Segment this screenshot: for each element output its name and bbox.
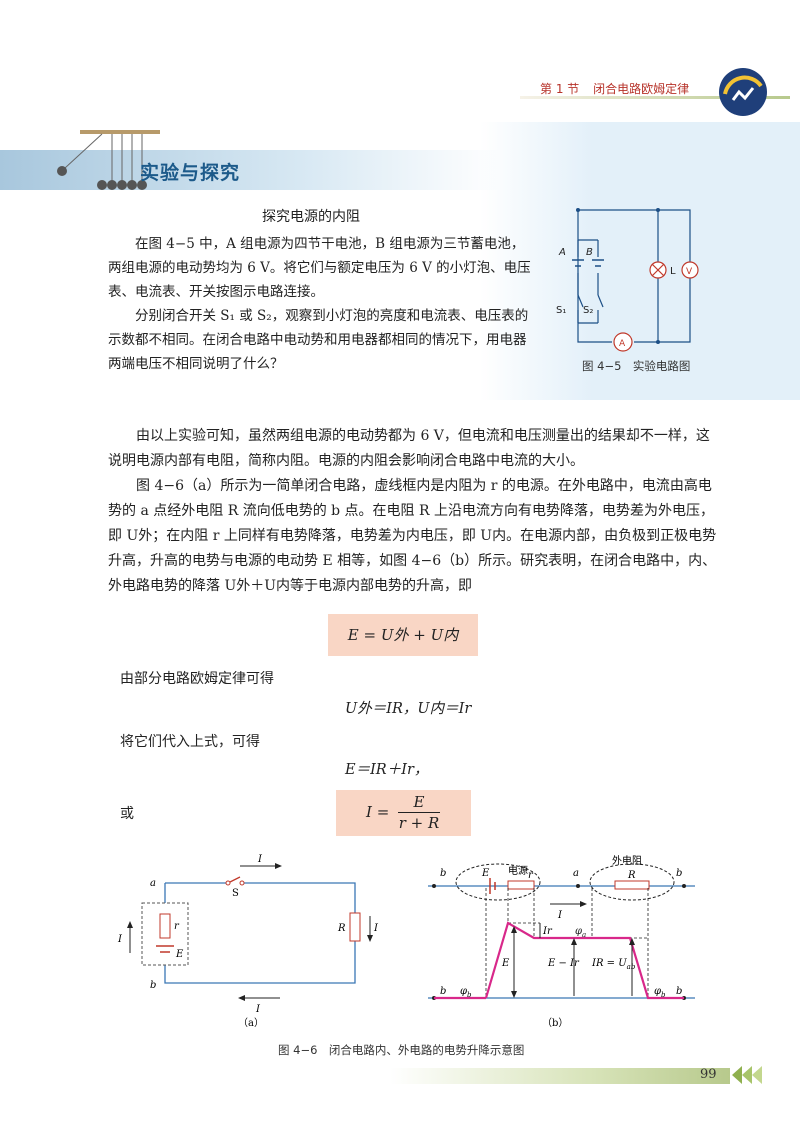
fig-b-source: 电源	[508, 864, 528, 877]
fig-a-label: （a）	[238, 1017, 264, 1029]
figure-4-6b-potential: b a b b b E 电源 r 外电阻 R I Ir φa E E − Ir …	[428, 854, 695, 1029]
experiment-para-2: 分别闭合开关 S₁ 或 S₂，观察到小灯泡的亮度和电流表、电压表的示数都不相同。…	[108, 308, 529, 372]
figure-4-5-caption: 图 4−5 实验电路图	[582, 359, 691, 373]
fig-b-label: （b）	[542, 1017, 568, 1029]
label-a: A	[558, 247, 566, 258]
fig-b-b-bottom-left: b	[440, 986, 446, 997]
label-l: L	[670, 266, 676, 277]
fig-b-r: r	[528, 870, 534, 881]
newton-cradle-icon	[57, 130, 160, 190]
fig-b-phi-b-right: φb	[654, 986, 666, 999]
figure-4-5-circuit: A B L V A S₁ S₂	[556, 208, 699, 352]
fig-a-i-top: I	[257, 854, 263, 865]
fig-b-a: a	[573, 868, 579, 879]
experiment-subtitle: 探究电源的内阻	[262, 209, 360, 225]
formula-current-lhs: I =	[366, 803, 390, 821]
label-s2: S₂	[583, 305, 593, 316]
fig-a-b: b	[150, 980, 156, 991]
fig-b-R: R	[627, 870, 636, 881]
explore-banner	[0, 150, 500, 190]
text-ohm-law: 由部分电路欧姆定律可得	[120, 671, 274, 687]
fig-a-s: S	[232, 888, 239, 899]
fig-b-b-left: b	[440, 868, 446, 879]
text-or: 或	[120, 806, 134, 822]
fig-b-b-bottom-right: b	[676, 986, 682, 997]
formula-current-den: r + R	[398, 814, 440, 832]
fig-b-phi-b-left: φb	[460, 986, 472, 999]
header-bar	[520, 96, 790, 99]
section-number: 第 1 节	[540, 82, 580, 96]
fig-b-b-right: b	[676, 868, 682, 879]
label-b: B	[586, 247, 593, 258]
fig-a-i-bottom: I	[255, 1004, 261, 1015]
formula-emf-sum: E = U外 + U内	[328, 614, 478, 656]
figure-4-6a-circuit: I S a b r E R I I I （a）	[117, 854, 379, 1029]
body-para-1: 由以上实验可知，虽然两组电源的电动势都为 6 V，但电流和电压测量出的结果却不一…	[108, 428, 710, 469]
experiment-background	[480, 122, 800, 400]
fig-b-e: E	[501, 958, 510, 969]
fig-b-phi-a: φa	[575, 926, 586, 939]
fig-b-e-minus-ir: E − Ir	[547, 958, 580, 969]
fig-b-ir-uab: IR = Uab	[591, 958, 636, 971]
experiment-text: 在图 4−5 中，A 组电源为四节干电池，B 组电源为三节蓄电池，两组电源的电动…	[108, 232, 533, 376]
page-number: 99	[700, 1067, 717, 1082]
label-ammeter: A	[619, 339, 626, 349]
fig-a-R: R	[337, 923, 346, 934]
fig-b-ir: Ir	[542, 926, 553, 937]
formula-current-num: E	[413, 793, 425, 811]
footer-bar	[390, 1068, 730, 1084]
section-title: 闭合电路欧姆定律	[593, 82, 690, 96]
fig-b-ext: 外电阻	[612, 854, 642, 867]
page-arrows-icon	[732, 1066, 762, 1084]
fig-b-e-top: E	[481, 868, 490, 879]
fig-a-r: r	[174, 921, 180, 932]
figure-4-6: I S a b r E R I I I （a）	[117, 854, 695, 1029]
fig-a-i-left: I	[117, 934, 123, 945]
fig-b-i: I	[557, 910, 563, 921]
section-logo-icon	[719, 68, 767, 116]
text-substitute: 将它们代入上式，可得	[120, 734, 260, 750]
fig-a-a: a	[150, 878, 156, 889]
chapter-header: 第 1 节 闭合电路欧姆定律	[540, 80, 689, 97]
formula-emf-ir: E＝IR＋Ir，	[345, 762, 429, 778]
formula-current: I = E r + R	[336, 790, 471, 836]
explore-heading: 实验与探究	[140, 162, 241, 184]
formula-voltages: U外＝IR，U内＝Ir	[345, 701, 472, 717]
body-para-2: 图 4−6（a）所示为一简单闭合电路，虚线框内是内阻为 r 的电源。在外电路中，…	[108, 478, 717, 594]
body-text: 由以上实验可知，虽然两组电源的电动势都为 6 V，但电流和电压测量出的结果却不一…	[108, 424, 718, 599]
fig-a-i-right: I	[373, 923, 379, 934]
fig-a-e: E	[175, 949, 184, 960]
label-v: V	[686, 267, 693, 277]
figure-4-6-caption: 图 4−6 闭合电路内、外电路的电势升降示意图	[278, 1043, 525, 1057]
experiment-para-1: 在图 4−5 中，A 组电源为四节干电池，B 组电源为三节蓄电池，两组电源的电动…	[108, 236, 531, 300]
label-s1: S₁	[556, 305, 566, 316]
